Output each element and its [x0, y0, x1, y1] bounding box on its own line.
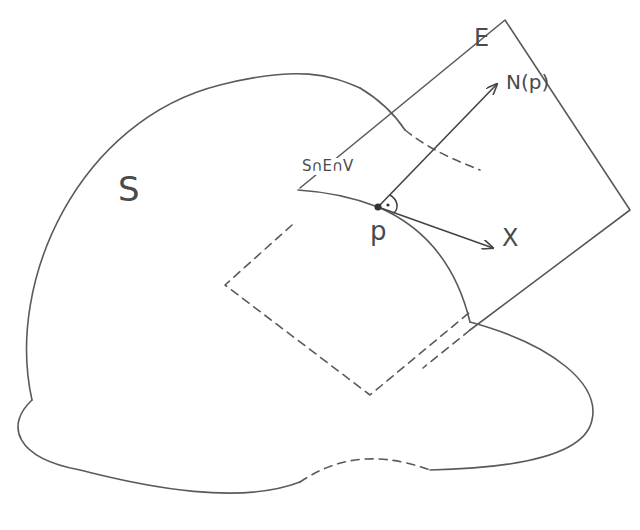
- tangent-vector: [378, 207, 493, 248]
- surface-label: S: [118, 172, 140, 206]
- plane-label: E: [474, 26, 489, 50]
- plane-outline: [300, 20, 630, 330]
- normal-vector: [378, 84, 497, 207]
- surface-base: [18, 400, 300, 493]
- point-label: p: [370, 218, 387, 244]
- right-angle-mark: [390, 195, 397, 213]
- tangent-patch: [225, 225, 470, 395]
- curve-label: S∩E∩V: [300, 158, 355, 175]
- point-dot: [375, 204, 382, 211]
- vector-label: N(p): [506, 72, 549, 92]
- surface-outline: [27, 74, 360, 400]
- right-angle-dot: [386, 203, 389, 206]
- vector-label: X: [502, 226, 518, 250]
